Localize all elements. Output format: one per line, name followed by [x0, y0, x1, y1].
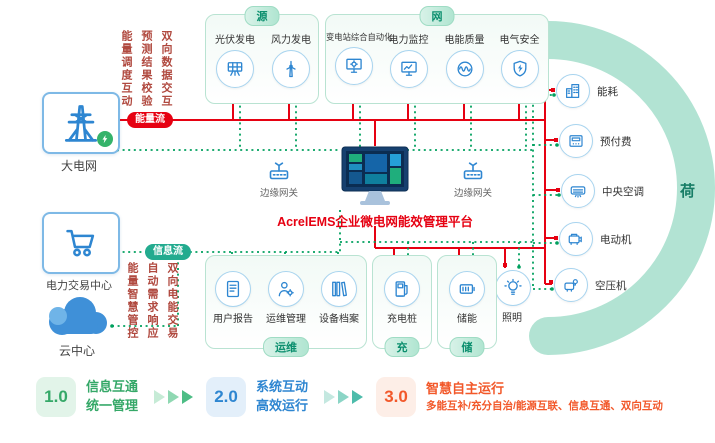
cloud-node-label: 云中心: [58, 344, 95, 358]
cloud-icon: [49, 297, 107, 335]
energy-bolt-badge: [97, 131, 113, 147]
device-circle: [321, 271, 357, 307]
source-group: 源 光伏发电 风力发电: [205, 6, 319, 104]
edge-gateway-icon: [460, 160, 486, 184]
chevron-arrows-icon: [151, 390, 194, 404]
trading-center-label: 电力交易中心: [46, 280, 112, 292]
legend-text-1-0: 信息互通 统一管理: [86, 379, 139, 413]
evolution-legend: 1.0 信息互通 统一管理 2.0 系统互动 高效运行 3.0 智慧自主运行 多…: [36, 377, 663, 417]
load-item-compressor: 空压机: [554, 268, 627, 302]
item-charger: 充电桩: [377, 271, 427, 325]
legend-badge-3-0: 3.0: [376, 377, 417, 417]
storage-group: 储 储能: [437, 255, 497, 357]
load-arc: [529, 21, 715, 355]
cart-icon: [62, 224, 100, 262]
device-circle: [495, 270, 531, 306]
device-circle: [268, 271, 304, 307]
chevron-arrows-icon: [321, 390, 364, 404]
report-icon: [223, 279, 243, 299]
device-circle: [449, 271, 485, 307]
annotation-col: 双向电能交易: [166, 262, 178, 340]
platform-screen: [340, 146, 410, 213]
device-circle: [216, 50, 254, 88]
maintenance-icon: [276, 279, 296, 299]
motor-icon: [567, 230, 585, 248]
legend-badge-2-0: 2.0: [206, 377, 247, 417]
grid-node-label: 大电网: [60, 159, 97, 173]
top-annotations: 双向数据交互 预测结果校验 能量调度互动: [118, 30, 174, 110]
item-wind: 风力发电: [264, 31, 318, 88]
energy-flow-pill: 能量流: [127, 112, 173, 128]
archives-icon: [329, 279, 349, 299]
device-circle: [500, 50, 539, 88]
item-maintenance: 运维管理: [261, 271, 311, 325]
network-group-header: 网: [419, 6, 455, 26]
item-quality: 电能质量: [437, 31, 492, 88]
trading-center-node: [42, 212, 120, 274]
annotation-col: 能量智慧管控: [126, 262, 138, 340]
load-item-hvac: 中央空调: [561, 174, 644, 208]
electrical-safety-icon: [510, 59, 530, 79]
charging-group-header: 充: [384, 337, 420, 357]
device-circle: [561, 174, 595, 208]
legend-text-2-0: 系统互动 高效运行: [256, 379, 309, 413]
item-monitoring: 电力监控: [381, 31, 436, 88]
item-archives: 设备档案: [314, 271, 364, 325]
load-item-energy: 能耗: [556, 74, 618, 108]
device-circle: [215, 271, 251, 307]
legend-text-3-0: 智慧自主运行 多能互补/充分自治/能源互联、信息互通、双向互动: [426, 380, 663, 412]
edge-gateway-icon: [266, 160, 292, 184]
item-pv: 光伏发电: [208, 31, 262, 88]
device-circle: [272, 50, 310, 88]
prepaid-meter-icon: [567, 132, 585, 150]
battery-icon: [457, 279, 477, 299]
annotation-col: 自动需求响应: [146, 262, 158, 340]
annotation-col: 能量调度互动: [120, 30, 132, 108]
power-quality-icon: [455, 59, 475, 79]
load-item-prepaid: 预付费: [559, 124, 632, 158]
annotation-col: 预测结果校验: [140, 30, 152, 108]
network-group: 网 变电站综合自动化 电力监控 电能质量 电气安全: [325, 6, 549, 104]
device-circle: [559, 124, 593, 158]
device-circle: [554, 268, 588, 302]
om-group-header: 运维: [263, 337, 309, 357]
bolt-icon: [100, 134, 110, 144]
building-icon: [564, 82, 582, 100]
wind-turbine-icon: [281, 59, 301, 79]
item-substation: 变电站综合自动化: [326, 31, 392, 85]
info-flow-pill: 信息流: [145, 244, 191, 260]
hvac-icon: [569, 182, 587, 200]
annotation-col: 双向数据交互: [160, 30, 172, 108]
platform-title: AcrelEMS企业微电网能效管理平台: [277, 215, 473, 229]
device-circle: [559, 222, 593, 256]
load-item-motor: 电动机: [559, 222, 632, 256]
device-circle: [556, 74, 590, 108]
load-arc-label: 荷: [680, 183, 696, 200]
legend-badge-1-0: 1.0: [36, 377, 76, 417]
device-circle: [384, 271, 420, 307]
solar-panel-icon: [225, 59, 245, 79]
bottom-annotations: 双向电能交易 自动需求响应 能量智慧管控: [124, 262, 180, 342]
compressor-icon: [562, 276, 580, 294]
grid-node: [42, 92, 120, 154]
edge-gateway-label: 边缘网关: [453, 188, 492, 199]
om-group: 运维 用户报告 运维管理 设备档案: [205, 255, 367, 357]
edge-gateway-label: 边缘网关: [259, 188, 298, 199]
item-safety: 电气安全: [492, 31, 547, 88]
substation-automation-icon: [344, 56, 364, 76]
lighting-icon: [503, 278, 523, 298]
ev-charger-icon: [392, 279, 412, 299]
device-circle: [334, 47, 373, 85]
dashboard-monitor-icon: [341, 146, 409, 205]
item-battery: 储能: [442, 271, 492, 325]
cloud-node: [38, 292, 116, 345]
device-circle: [389, 50, 428, 88]
device-circle: [445, 50, 484, 88]
storage-group-header: 储: [449, 337, 485, 357]
power-monitoring-icon: [399, 59, 419, 79]
load-item-lighting: 照明: [495, 270, 531, 324]
item-report: 用户报告: [208, 271, 258, 325]
charging-group: 充 充电桩: [372, 255, 432, 357]
source-group-header: 源: [244, 6, 280, 26]
